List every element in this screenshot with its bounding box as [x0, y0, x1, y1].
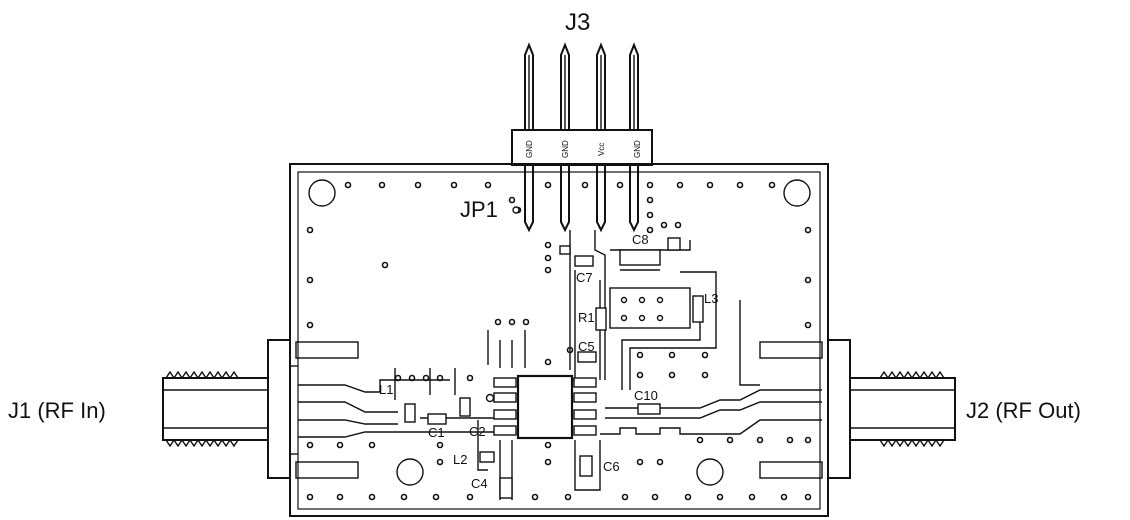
j2-sma-connector: [759, 339, 956, 479]
l1-label: L1: [379, 382, 393, 397]
l2-label: L2: [453, 452, 467, 467]
c1-label: C1: [428, 425, 445, 440]
amplifier-ic: [485, 374, 597, 440]
c4-label: C4: [471, 476, 488, 491]
header-pin-label-3: Vcc: [597, 143, 606, 156]
output-traces: [600, 271, 822, 435]
input-traces: [298, 368, 500, 471]
j2-label: J2 (RF Out): [966, 398, 1081, 423]
header-pin-4: [629, 42, 639, 233]
c10-label: C10: [634, 388, 658, 403]
vias: [306, 181, 812, 501]
c7-label: C7: [576, 270, 593, 285]
r1-label: R1: [578, 310, 595, 325]
j3-label: J3: [565, 9, 590, 36]
header-pin-2: [560, 42, 570, 233]
c5-label: C5: [578, 339, 595, 354]
l3-label: L3: [704, 291, 718, 306]
header-pin-label-2: GND: [561, 140, 570, 158]
c2-label: C2: [469, 424, 486, 439]
j1-label: J1 (RF In): [8, 398, 106, 423]
j1-sma-connector: [162, 339, 359, 479]
header-pin-label-1: GND: [525, 140, 534, 158]
header-body: [511, 129, 653, 166]
component-bodies: [404, 237, 704, 499]
header-pin-label-4: GND: [633, 140, 642, 158]
board-outline: [289, 163, 829, 517]
board-inner-outline: [297, 171, 821, 510]
c6-label: C6: [603, 459, 620, 474]
jp1-marker: [512, 206, 520, 214]
header-pin-3: [596, 42, 606, 233]
jp1-label: JP1: [460, 197, 498, 222]
mounting-holes: [308, 179, 811, 486]
header-pins: [524, 42, 639, 233]
c8-label: C8: [632, 232, 649, 247]
header-pin-1: [524, 42, 534, 233]
